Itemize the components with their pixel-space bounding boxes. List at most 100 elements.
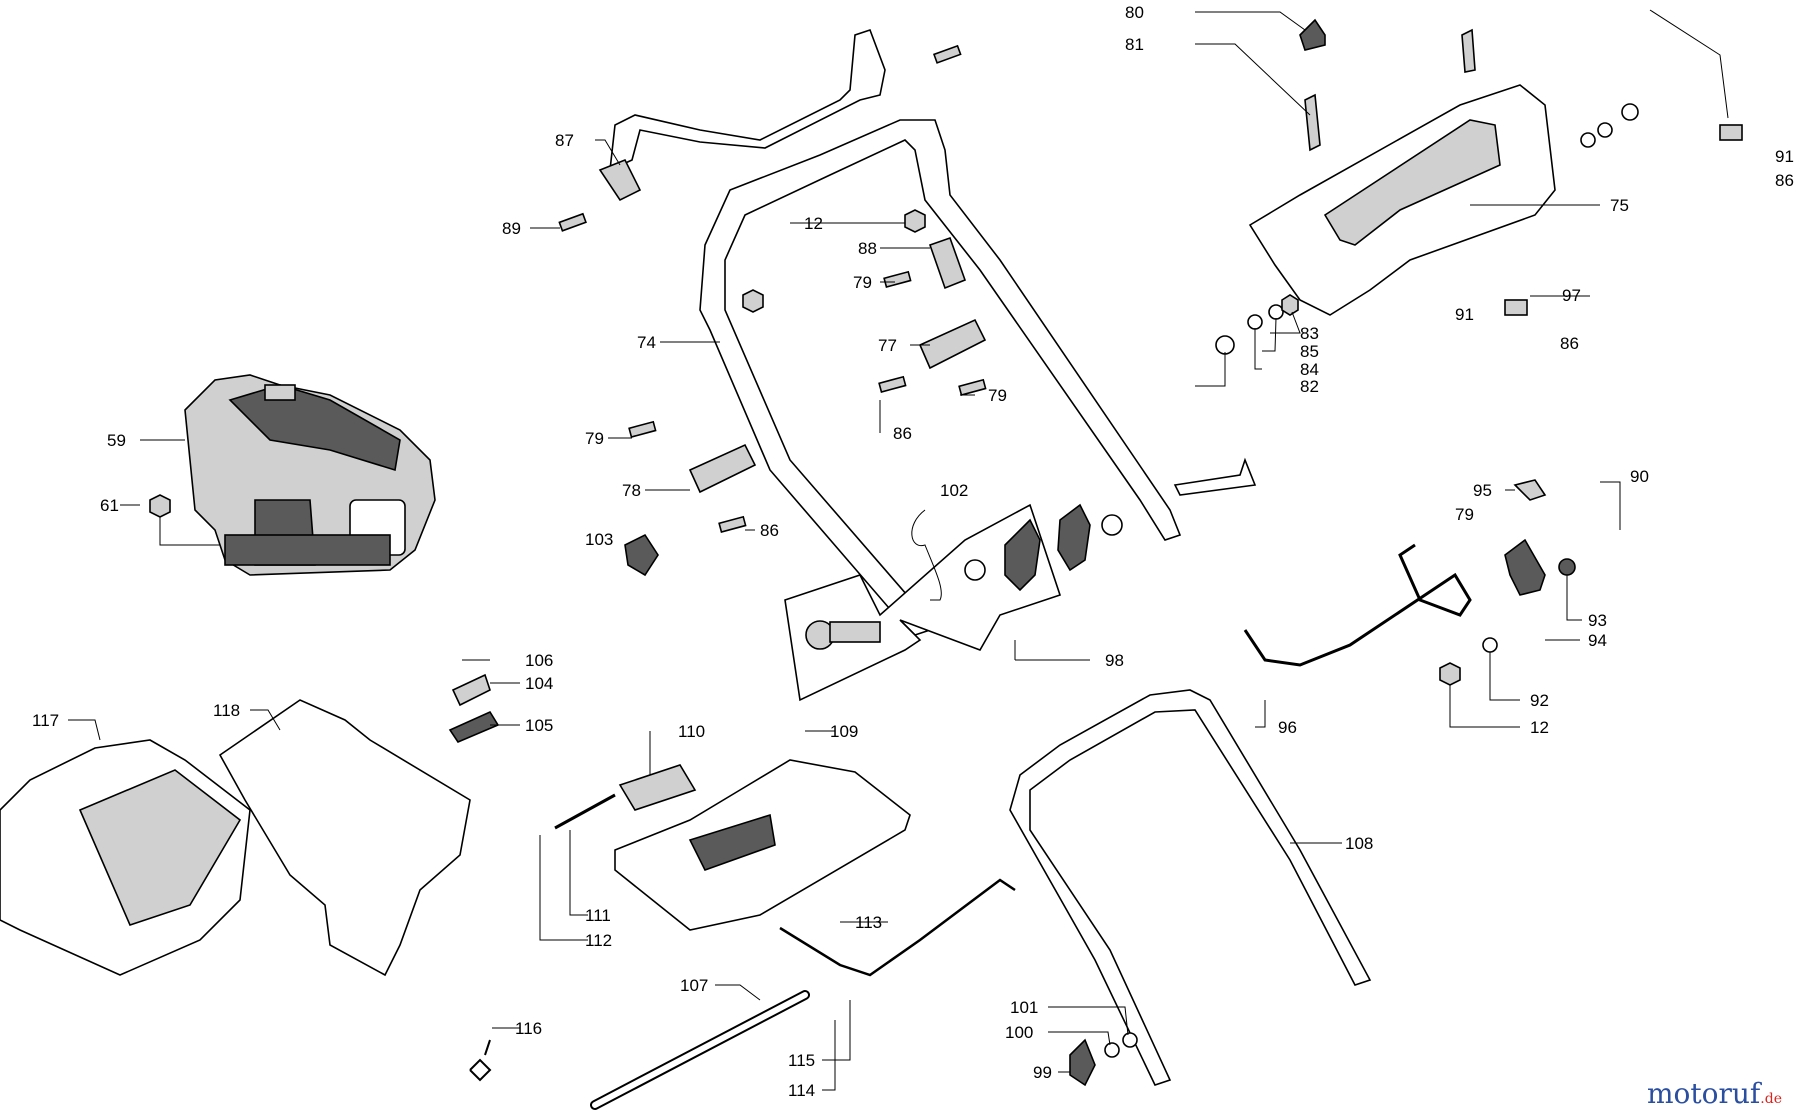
part-label: 80 (1125, 3, 1144, 22)
part-label: 108 (1345, 834, 1373, 853)
part-label: 100 (1005, 1023, 1033, 1042)
part-label: 110 (678, 722, 705, 741)
part-label: 98 (1105, 651, 1124, 670)
grip-housing-part (1248, 84, 1556, 316)
spring-116-part (469, 1039, 492, 1082)
screws-part (558, 44, 987, 533)
part-label: 85 (1300, 342, 1319, 361)
part-label: 101 (1010, 998, 1038, 1017)
part-label: 79 (1455, 505, 1474, 524)
part-label: 86 (893, 424, 912, 443)
washer-101-part (1122, 1032, 1138, 1048)
washer-100-part (1104, 1042, 1120, 1058)
part-label: 102 (940, 481, 968, 500)
part-label: 82 (1300, 377, 1319, 396)
washer-92-part (1482, 637, 1498, 653)
part-label: 116 (515, 1019, 542, 1038)
part-label: 79 (988, 386, 1007, 405)
part-label: 96 (1278, 718, 1297, 737)
washer-93-part (1558, 558, 1576, 576)
nut-12b-part (742, 289, 764, 313)
part-label: 104 (525, 674, 553, 693)
rod-96-part (1243, 543, 1472, 667)
part-label: 93 (1588, 611, 1607, 630)
part-label: 113 (855, 913, 882, 932)
part-label: 86 (760, 521, 779, 540)
cap-95-part (1513, 479, 1547, 501)
part-label: 84 (1300, 360, 1319, 379)
deck-cover-part (614, 759, 911, 931)
bag-frame-part (218, 699, 471, 977)
part-label: 75 (1610, 196, 1629, 215)
part-label: 106 (525, 651, 553, 670)
part-label: 81 (1125, 35, 1144, 54)
part-label: 79 (585, 429, 604, 448)
lower-handle-part (1009, 689, 1372, 1086)
part-label: 59 (107, 431, 126, 450)
engine-part (184, 374, 436, 576)
part-label: 74 (637, 333, 656, 352)
leader-lines (68, 9, 1729, 1091)
wing-nut-99-part (1069, 1038, 1096, 1087)
grass-bag-part (0, 739, 251, 976)
wire-clip-part (911, 509, 942, 601)
part-label: 112 (585, 931, 612, 950)
part-label: 111 (585, 906, 611, 925)
part-label: 107 (680, 976, 708, 995)
part-label: 114 (788, 1081, 815, 1100)
part-label: 94 (1588, 631, 1607, 650)
nut-part (149, 494, 171, 518)
part-label: 86 (1775, 171, 1794, 190)
part-label: 77 (878, 336, 897, 355)
lever-81b-part (1461, 28, 1476, 73)
part-label: 87 (555, 131, 574, 150)
part-label: 109 (830, 722, 858, 741)
throttle-part (1504, 538, 1546, 596)
part-label: 92 (1530, 691, 1549, 710)
part-label: 86 (1560, 334, 1579, 353)
lever-81-part (1304, 93, 1321, 152)
brand-name: motoruf (1646, 1077, 1761, 1110)
bracket-78-part (688, 443, 757, 494)
upper-handle-part (699, 119, 1182, 636)
clamp-assembly-part (784, 457, 1257, 702)
washers-part (1215, 103, 1639, 355)
wire-113-part (779, 878, 1016, 977)
part-label: 117 (32, 711, 59, 730)
part-label: 115 (788, 1051, 815, 1070)
knob-part (624, 533, 659, 577)
part-label: 78 (622, 481, 641, 500)
brand-suffix: .de (1760, 1091, 1782, 1107)
part-label: 99 (1033, 1063, 1052, 1082)
rod-107-inner (592, 992, 808, 1108)
part-label: 89 (502, 219, 521, 238)
part-label: 12 (804, 214, 823, 233)
part-label: 103 (585, 530, 613, 549)
brand-watermark: motoruf.de (1647, 1077, 1782, 1110)
part-label: 95 (1473, 481, 1492, 500)
clamp-91b-part (1504, 299, 1528, 316)
switch-80-part (1299, 18, 1326, 51)
part-label: 90 (1630, 467, 1649, 486)
part-label: 61 (100, 496, 119, 515)
control-bar-part (598, 28, 886, 202)
part-labels: 80 81 91 86 75 87 12 88 79 89 83 85 84 8… (32, 3, 1794, 1100)
clip-105-part (448, 710, 500, 743)
part-label: 97 (1562, 286, 1581, 305)
part-label: 88 (858, 239, 877, 258)
part-label: 79 (853, 273, 872, 292)
part-label: 91 (1775, 147, 1794, 166)
clip-104-part (451, 673, 491, 707)
part-label: 12 (1530, 718, 1549, 737)
rod-111-part (554, 793, 616, 830)
part-label: 118 (213, 701, 240, 720)
part-label: 105 (525, 716, 553, 735)
bracket-77-part (918, 318, 987, 370)
nut-12-part (904, 209, 926, 233)
nut-12c-part (1439, 662, 1461, 686)
clamp-91-part (1719, 124, 1743, 141)
bracket-88-part (928, 236, 967, 290)
part-label: 83 (1300, 324, 1319, 343)
